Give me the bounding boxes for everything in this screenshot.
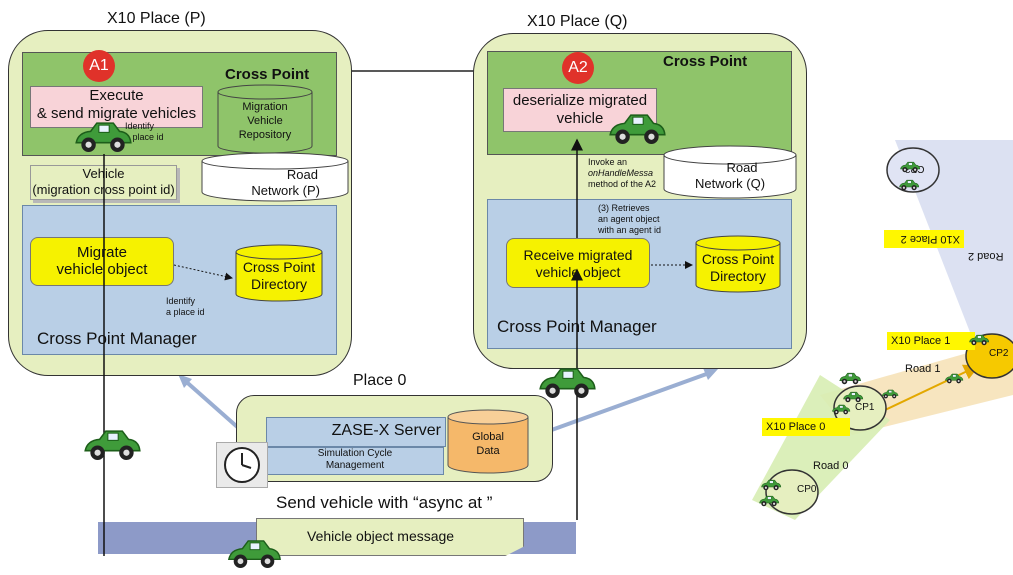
map-car-7-icon xyxy=(944,371,964,389)
cp2-circle xyxy=(965,333,1013,379)
directory-p-line2: Directory xyxy=(250,276,307,292)
place-q-cross-point-label: Cross Point xyxy=(663,53,748,70)
global-line2: Data xyxy=(476,445,500,457)
identify-place-note-2: Identify a place id xyxy=(166,296,205,318)
clock-icon xyxy=(216,442,268,488)
migrate-line1: Migrate xyxy=(76,244,128,261)
car-right-transit-icon xyxy=(536,366,598,405)
road-network-p-label: Road Network (P) xyxy=(200,167,350,199)
server-to-q-arrow xyxy=(545,370,713,434)
migration-repository-label: Migration Vehicle Repository xyxy=(216,100,314,142)
road-1-arrow xyxy=(884,364,980,411)
zase-x-server-label: ZASE-X Server xyxy=(331,422,441,439)
simulation-cycle-box[interactable]: Simulation Cycle Management xyxy=(266,447,444,475)
zase-x-server-box[interactable]: ZASE-X Server xyxy=(266,417,446,447)
global-data-cylinder xyxy=(447,409,529,474)
sim-line2: Management xyxy=(325,460,385,471)
road-network-q-label: Road Network (Q) xyxy=(662,160,798,192)
vehicle-message-label: Vehicle object message xyxy=(307,528,455,544)
deser-line1: deserialize migrated xyxy=(512,92,648,109)
road-1-label: Road 1 xyxy=(905,363,941,375)
flow-arrows xyxy=(103,138,693,556)
global-data-label: Global Data xyxy=(446,430,530,458)
car-execute-icon xyxy=(72,120,134,159)
migrate-to-directory-arrow xyxy=(173,264,233,281)
map-car-3-icon xyxy=(831,402,851,420)
deser-line2: vehicle xyxy=(556,110,604,127)
road-0-label: Road 0 xyxy=(813,460,849,472)
directory-p-line1: Cross Point xyxy=(242,259,316,275)
execute-box[interactable]: Execute & send migrate vehicles xyxy=(30,86,203,128)
sim-line1: Simulation Cycle xyxy=(317,448,393,459)
diagram-canvas xyxy=(178,70,718,434)
retrieve-line2: an agent object xyxy=(598,214,660,224)
invoke-note: Invoke an onHandleMessa method of the A2 xyxy=(588,157,656,190)
identify2-line2: a place id xyxy=(166,307,205,317)
directory-p-label: Cross Point Directory xyxy=(234,259,324,293)
repo-line3: Repository xyxy=(238,129,292,141)
cp2-label: CP2 xyxy=(989,348,1009,359)
place-q-title: X10 Place (Q) xyxy=(527,13,628,30)
place-p-title: X10 Place (P) xyxy=(107,10,206,27)
cp0-label: CP0 xyxy=(797,484,817,495)
directory-q-cylinder xyxy=(695,235,781,293)
directory-p-cylinder xyxy=(235,244,323,302)
execute-line2: & send migrate vehicles xyxy=(36,105,197,122)
road-q-line1: Road xyxy=(726,160,758,175)
road-network-q-cylinder xyxy=(663,145,797,199)
retrieve-note: (3) Retrieves an agent object with an ag… xyxy=(598,203,661,236)
car-left-transit-icon xyxy=(81,428,143,467)
identify-line1: Identify xyxy=(125,121,155,131)
identify-line2: a place id xyxy=(125,132,164,142)
repo-line1: Migration xyxy=(242,101,288,113)
repo-line2: Vehicle xyxy=(247,115,283,127)
road-p-line2: Network (P) xyxy=(251,183,320,198)
retrieve-line1: (3) Retrieves xyxy=(598,203,650,213)
place-p-cross-point-label: Cross Point xyxy=(225,66,310,83)
map-car-6-icon xyxy=(968,333,990,351)
map-car-2-icon xyxy=(842,390,864,408)
migrate-vehicle-object-box[interactable]: Migrate vehicle object xyxy=(30,237,174,286)
map-car-1-icon xyxy=(838,372,862,390)
map-place-1-label: X10 Place 1 xyxy=(887,332,975,350)
map-car-10-icon xyxy=(898,178,920,196)
invoke-line1: Invoke an xyxy=(588,157,628,167)
directory-q-line1: Cross Point xyxy=(701,251,775,267)
map-place-0-label: X10 Place 0 xyxy=(762,418,850,436)
badge-a2: A2 xyxy=(562,52,594,84)
migrate-line2: vehicle object xyxy=(56,261,148,278)
map-car-9-icon xyxy=(899,160,921,178)
map-car-5-icon xyxy=(758,494,780,512)
road-p-line1: Road xyxy=(286,167,318,182)
invoke-line3: method of the A2 xyxy=(588,179,657,189)
identify-place-note: Identify a place id xyxy=(125,121,164,143)
place-p-manager-label: Cross Point Manager xyxy=(37,329,197,348)
car-deserialize-icon xyxy=(606,112,668,151)
directory-q-line2: Directory xyxy=(709,268,766,284)
map-car-4-icon xyxy=(760,478,782,496)
identify2-line1: Identify xyxy=(166,296,196,306)
cp1-label: CP1 xyxy=(855,402,875,413)
directory-q-label: Cross Point Directory xyxy=(694,251,782,285)
migration-repository-cylinder xyxy=(217,84,313,154)
map-car-8-icon xyxy=(881,386,899,404)
road-network-p-cylinder xyxy=(201,152,349,202)
place-0-title: Place 0 xyxy=(353,372,407,389)
execute-line1: Execute xyxy=(89,87,144,104)
server-to-p-arrow xyxy=(180,376,245,434)
vehicle-object-message[interactable]: Vehicle object message xyxy=(256,518,524,556)
global-line1: Global xyxy=(472,431,504,443)
send-vehicle-text: Send vehicle with “async at ” xyxy=(276,493,493,512)
retrieve-line3: with an agent id xyxy=(598,225,662,235)
invoke-line2: onHandleMessa xyxy=(588,168,654,178)
road-q-line2: Network (Q) xyxy=(694,176,766,191)
badge-a1: A1 xyxy=(83,50,115,82)
receive-line1: Receive migrated xyxy=(523,247,633,263)
car-message-icon xyxy=(225,538,283,575)
